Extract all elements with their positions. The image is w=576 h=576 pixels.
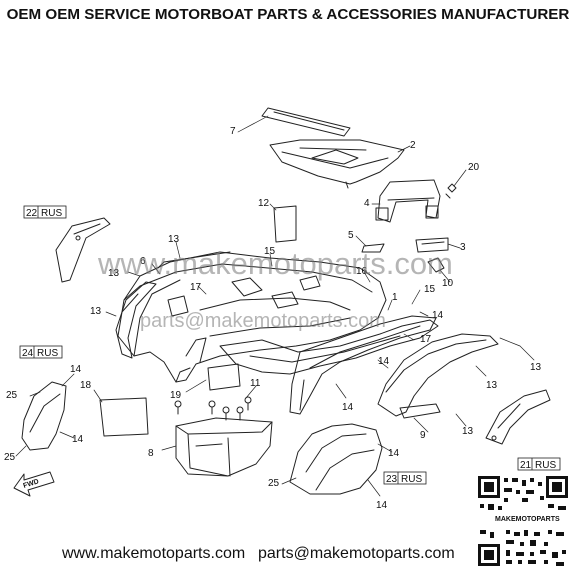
callout-6: 6 — [140, 256, 146, 267]
part-8-storage-tray — [175, 417, 273, 477]
callout-14-c: 14 — [342, 402, 354, 413]
part-21-right-trim — [485, 389, 551, 445]
part-23-mud-flap — [289, 423, 383, 495]
part-10-clip — [427, 257, 445, 273]
callout-13-top: 13 — [168, 234, 180, 245]
qr-label: MAKEMOTOPARTS — [494, 516, 561, 523]
part-19-flap — [207, 363, 241, 391]
part-20-fastener — [445, 183, 457, 199]
callout-14-g: 14 — [72, 434, 84, 445]
callout-8: 8 — [148, 448, 154, 459]
svg-text:24: 24 — [22, 348, 34, 359]
part-3-bracket — [415, 237, 449, 253]
part-18-plate — [99, 397, 149, 437]
svg-text:23: 23 — [386, 474, 398, 485]
svg-text:RUS: RUS — [41, 208, 62, 219]
callout-9: 9 — [420, 430, 426, 441]
part-7-top-strip — [261, 107, 351, 137]
callout-13-r3: 13 — [462, 426, 474, 437]
part-12-panel — [273, 205, 297, 243]
part-5-plate — [361, 243, 385, 253]
callout-25-left: 25 — [6, 390, 18, 401]
part-16-deck-panel — [219, 319, 439, 375]
footer-email[interactable]: parts@makemotoparts.com — [258, 545, 455, 562]
part-9-right-fender — [377, 333, 499, 419]
part-2-top-cover — [269, 139, 405, 189]
callout-25-low: 25 — [4, 452, 16, 463]
reference-boxes: 22 RUS 24 RUS 23 RUS 21 RUS FWD — [19, 205, 561, 490]
callout-14-b: 14 — [378, 356, 390, 367]
callout-19: 19 — [170, 390, 182, 401]
callout-11: 11 — [250, 378, 261, 389]
callout-10: 10 — [442, 278, 454, 289]
callout-20: 20 — [468, 162, 480, 173]
callout-7: 7 — [230, 126, 236, 137]
svg-text:RUS: RUS — [37, 348, 58, 359]
callout-14-d: 14 — [388, 448, 400, 459]
page-title: OEM OEM SERVICE MOTORBOAT PARTS & ACCESS… — [6, 6, 570, 23]
callout-3: 3 — [460, 242, 466, 253]
callout-25-mid: 25 — [268, 478, 280, 489]
svg-text:RUS: RUS — [401, 474, 422, 485]
part-22-left-trim — [55, 217, 111, 283]
part-6-side-guard — [115, 281, 157, 359]
callout-17-right: 17 — [420, 334, 432, 345]
callout-15-top: 15 — [264, 246, 276, 257]
callout-15-right: 15 — [424, 284, 436, 295]
part-4-bracket — [375, 179, 441, 223]
ref-box-22: 22 RUS — [23, 205, 67, 219]
part-11-fasteners — [174, 396, 252, 421]
fwd-direction-arrow — [13, 471, 55, 497]
callout-13-left: 13 — [108, 268, 120, 279]
callout-1: 1 — [392, 292, 398, 303]
svg-text:21: 21 — [520, 460, 532, 471]
ref-box-23: 23 RUS — [383, 471, 427, 485]
svg-text:RUS: RUS — [535, 460, 556, 471]
callout-13-right: 13 — [530, 362, 542, 373]
callout-2: 2 — [410, 140, 416, 151]
callout-13-mid: 13 — [90, 306, 102, 317]
callout-numbers: 7 2 20 4 12 5 3 10 13 6 13 15 16 15 17 1… — [4, 126, 542, 511]
fwd-label: FWD — [22, 478, 39, 490]
part-1-rear-fender — [117, 251, 387, 383]
callout-17-left: 17 — [190, 282, 202, 293]
callout-12: 12 — [258, 198, 270, 209]
footer-website[interactable]: www.makemotoparts.com — [62, 545, 246, 562]
ref-box-24: 24 RUS — [19, 345, 63, 359]
leader-lines — [15, 115, 535, 497]
callout-18: 18 — [80, 380, 92, 391]
callout-16: 16 — [356, 266, 368, 277]
callout-13-r2: 13 — [486, 380, 498, 391]
callout-5: 5 — [348, 230, 354, 241]
svg-text:22: 22 — [26, 208, 38, 219]
callout-14-f: 14 — [70, 364, 82, 375]
callout-14-a: 14 — [432, 310, 444, 321]
right-inner-fender — [289, 315, 437, 415]
callout-14-e: 14 — [376, 500, 388, 511]
part-24-left-flap — [21, 381, 67, 451]
callout-4: 4 — [364, 198, 370, 209]
ref-box-21: 21 RUS — [517, 457, 561, 471]
